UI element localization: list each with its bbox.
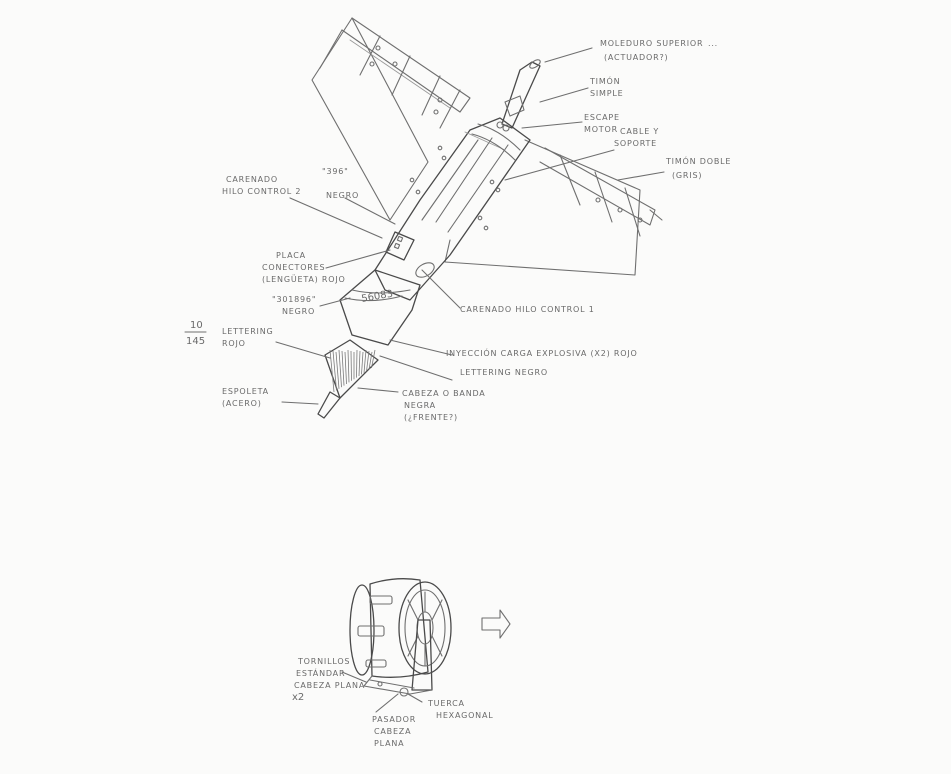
label-396-2: negro bbox=[326, 191, 359, 200]
label-tuerca: Tuerca bbox=[427, 699, 465, 708]
nose-hatch-line bbox=[329, 349, 335, 393]
label-placa-3: (Lengüeta) Rojo bbox=[262, 274, 346, 284]
label-moledura-2: (Actuador?) bbox=[604, 53, 668, 62]
label-escape: Escape bbox=[584, 113, 620, 122]
label-tornillos-3: cabeza plana bbox=[294, 681, 365, 690]
rear-wing-left bbox=[311, 17, 429, 221]
label-fraction-den: 145 bbox=[186, 336, 205, 347]
nose-hatch-line bbox=[368, 351, 373, 370]
nose-hatch-line bbox=[347, 349, 350, 383]
nose-hatch-line bbox=[363, 349, 367, 373]
label-carenado-1: Carenado hilo control 1 bbox=[460, 305, 595, 314]
nose-hatch-line bbox=[338, 349, 342, 388]
label-pasador: Pasador bbox=[372, 715, 416, 724]
label-396: "396" bbox=[322, 167, 349, 176]
label-moledura: Moleduro superior bbox=[600, 39, 703, 48]
label-tornillos-2: estándar bbox=[296, 667, 345, 678]
nose-cone bbox=[317, 339, 379, 419]
nose-hatch-line bbox=[341, 350, 345, 386]
label-lettering-rojo-2: Rojo bbox=[222, 339, 246, 348]
callout-labels: Moleduro superior (Actuador?) ... Timón … bbox=[184, 39, 731, 422]
label-cabeza: Cabeza o banda bbox=[402, 389, 486, 398]
missile-drawing: 56083 bbox=[311, 17, 663, 419]
aileron-frame-top bbox=[319, 17, 471, 129]
label-carenado-2b: hilo control 2 bbox=[222, 187, 301, 196]
label-placa-2: conectores bbox=[262, 263, 325, 272]
label-espoleta: Espoleta bbox=[222, 387, 269, 396]
nose-hatch-line bbox=[366, 350, 370, 372]
connector-plate bbox=[385, 231, 415, 261]
label-code-negro: "301896" bbox=[272, 295, 316, 304]
nose-hatch-line bbox=[361, 351, 364, 375]
nose-hatch-line bbox=[371, 349, 376, 369]
label-fraction-num: 10 bbox=[190, 320, 203, 331]
label-timon-doble: Timón doble bbox=[665, 155, 731, 166]
label-pasador-2: cabeza bbox=[374, 727, 411, 736]
label-placa: Placa bbox=[276, 251, 306, 260]
label-timon-simple-2: simple bbox=[590, 89, 623, 98]
nose-hatch-line bbox=[335, 351, 340, 389]
label-escape-2: motor bbox=[584, 125, 618, 134]
label-cable-2: soporte bbox=[614, 139, 657, 148]
label-lettering-rojo: Lettering bbox=[222, 327, 274, 336]
fuselage bbox=[374, 117, 531, 301]
label-cable: Cable y bbox=[620, 127, 659, 136]
nose-hatch-line bbox=[356, 349, 358, 378]
detail-drawing: Tornillos estándar cabeza plana x2 Pasad… bbox=[292, 578, 511, 748]
tail-nozzle bbox=[496, 59, 541, 132]
rudder-frame-right bbox=[539, 147, 663, 237]
rivet-marks bbox=[409, 145, 501, 231]
nose-hatch-line bbox=[344, 351, 347, 385]
label-cabeza-2: negra bbox=[404, 401, 436, 410]
label-cabeza-3: (¿Frente?) bbox=[404, 413, 458, 422]
wing-right bbox=[444, 139, 641, 276]
label-carenado-2: Carenado bbox=[226, 175, 278, 184]
nose-hatch-line bbox=[332, 350, 337, 391]
body-marking: 56083 bbox=[361, 289, 394, 305]
label-espoleta-2: (Acero) bbox=[222, 399, 262, 408]
label-lettering-negro: Lettering negro bbox=[460, 368, 548, 377]
label-tuerca-2: hexagonal bbox=[436, 711, 494, 720]
arrow-icon bbox=[481, 609, 511, 639]
nose-hatch-line bbox=[350, 350, 352, 381]
warhead-section: 56083 bbox=[339, 262, 435, 346]
label-timon-doble-2: (gris) bbox=[672, 171, 702, 180]
label-tornillos: Tornillos bbox=[297, 657, 350, 666]
nose-hatch-line bbox=[358, 350, 361, 377]
label-timon-simple: Timón bbox=[589, 75, 620, 86]
label-code-negro-2: negro bbox=[282, 307, 315, 316]
label-pasador-3: plana bbox=[374, 739, 404, 748]
label-dots: ... bbox=[708, 39, 718, 48]
label-tornillos-4: x2 bbox=[292, 692, 304, 703]
leader-lines bbox=[275, 47, 665, 405]
label-inyeccion: Inyección carga explosiva (x2) Rojo bbox=[446, 347, 638, 358]
